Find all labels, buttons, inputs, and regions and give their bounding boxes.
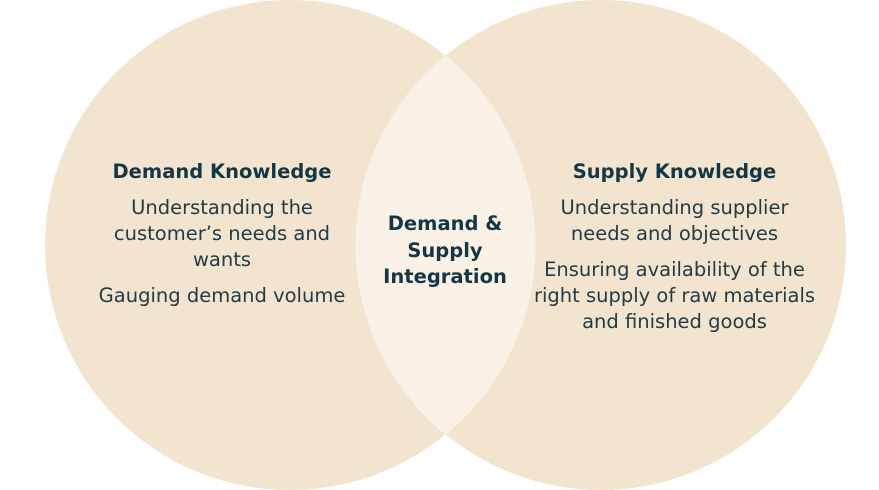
supply-item-availability: Ensuring availability of the right suppl… (533, 258, 816, 333)
demand-item-customer-needs: Understanding the customer’s needs and w… (113, 196, 331, 271)
integration-block: Demand & Supply Integration (375, 211, 515, 291)
demand-knowledge-title: Demand Knowledge (112, 160, 332, 183)
demand-knowledge-block: Demand Knowledge Understanding the custo… (62, 159, 382, 309)
demand-item-volume: Gauging demand volume (98, 284, 346, 307)
supply-knowledge-block: Supply Knowledge Understanding supplier … (532, 159, 817, 335)
supply-item-supplier-needs: Understanding supplier needs and objecti… (560, 196, 789, 245)
supply-knowledge-title: Supply Knowledge (572, 160, 777, 183)
integration-label: Demand & Supply Integration (383, 212, 507, 288)
integration-overlap (355, 55, 536, 435)
